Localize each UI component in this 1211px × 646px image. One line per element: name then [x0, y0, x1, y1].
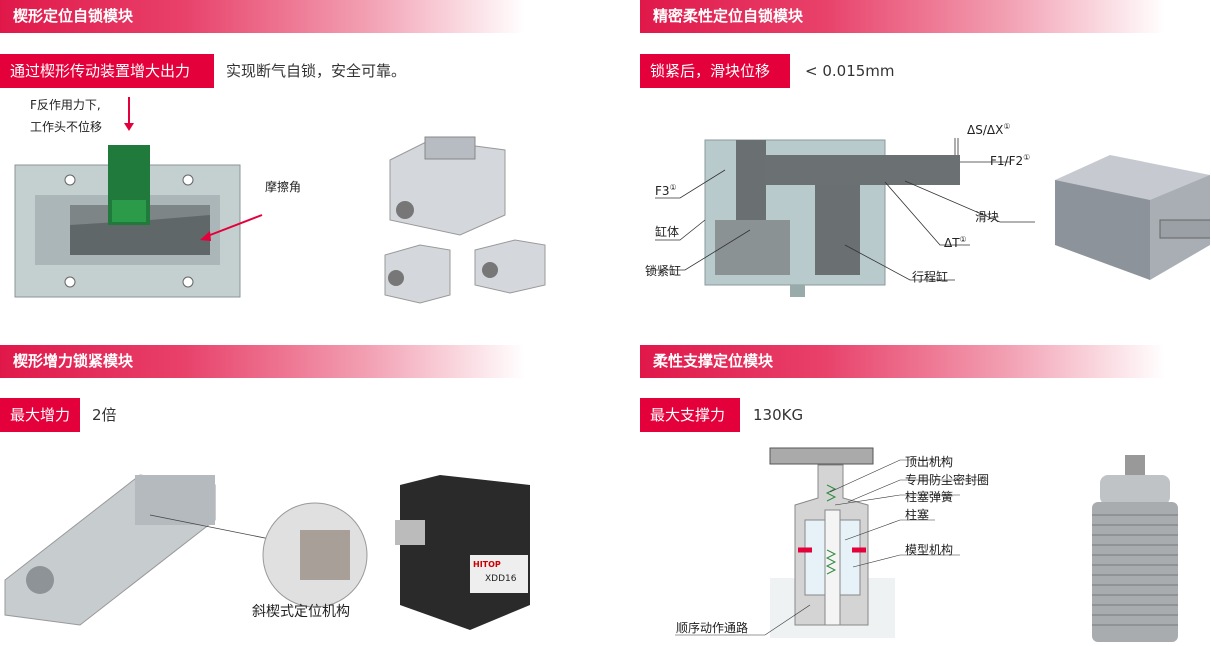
note-mark: ①: [669, 183, 677, 192]
slider-label: 滑块: [975, 210, 1000, 224]
force-label-2: 工作头不位移: [30, 120, 103, 134]
f1f2-label: F1/F2: [990, 154, 1024, 168]
feature-desc: 实现断气自锁，安全可靠。: [226, 62, 407, 80]
note-mark: ①: [959, 235, 967, 244]
sequence-path-label: 顺序动作通路: [676, 621, 749, 635]
feature-desc: 2倍: [92, 406, 117, 424]
precision-module-product-image: [1055, 155, 1210, 280]
brand-logo: HITOP: [473, 560, 501, 569]
plunger-label: 柱塞: [905, 508, 930, 522]
friction-angle-label: 摩擦角: [265, 180, 302, 194]
dust-seal-label: 专用防尘密封圈: [905, 473, 990, 487]
wedge-cross-section-diagram: [14, 97, 546, 304]
section-title-wedge-boost: 楔形增力锁紧模块: [0, 345, 525, 378]
feature-tag: 最大增力: [0, 398, 80, 432]
mold-mechanism-label: 模型机构: [905, 543, 954, 557]
feature-tag: 锁紧后，滑块位移: [640, 54, 790, 88]
precision-cross-section-diagram: [650, 138, 1035, 297]
wedge-mechanism-label: 斜楔式定位机构: [252, 604, 350, 620]
cylinder-body-label: 缸体: [655, 225, 680, 239]
note-mark: ①: [1003, 122, 1011, 131]
dt-label: ΔT: [944, 236, 960, 250]
f3-label: F3: [655, 184, 670, 198]
feature-desc: 130KG: [753, 406, 804, 424]
model-label: XDD16: [485, 574, 517, 584]
support-cross-section-diagram: [675, 447, 1178, 642]
feature-tag: 通过楔形传动装置增大出力: [0, 54, 214, 88]
stroke-cylinder-label: 行程缸: [912, 270, 949, 284]
feature-desc: < 0.015mm: [805, 62, 895, 80]
section-title-wedge-self-lock: 楔形定位自锁模块: [0, 0, 525, 33]
section-title-precision-flexible: 精密柔性定位自锁模块: [640, 0, 1165, 33]
section-title-flexible-support: 柔性支撑定位模块: [640, 345, 1165, 378]
ds-dx-label: ΔS/ΔX: [967, 123, 1004, 137]
plunger-spring-label: 柱塞弹簧: [905, 490, 954, 504]
ejector-label: 顶出机构: [905, 455, 954, 469]
force-label-1: F反作用力下,: [30, 98, 101, 112]
feature-tag: 最大支撑力: [640, 398, 740, 432]
lock-cylinder-label: 锁紧缸: [645, 264, 682, 278]
wedge-boost-illustrations: [4, 474, 530, 630]
note-mark: ①: [1023, 153, 1031, 162]
